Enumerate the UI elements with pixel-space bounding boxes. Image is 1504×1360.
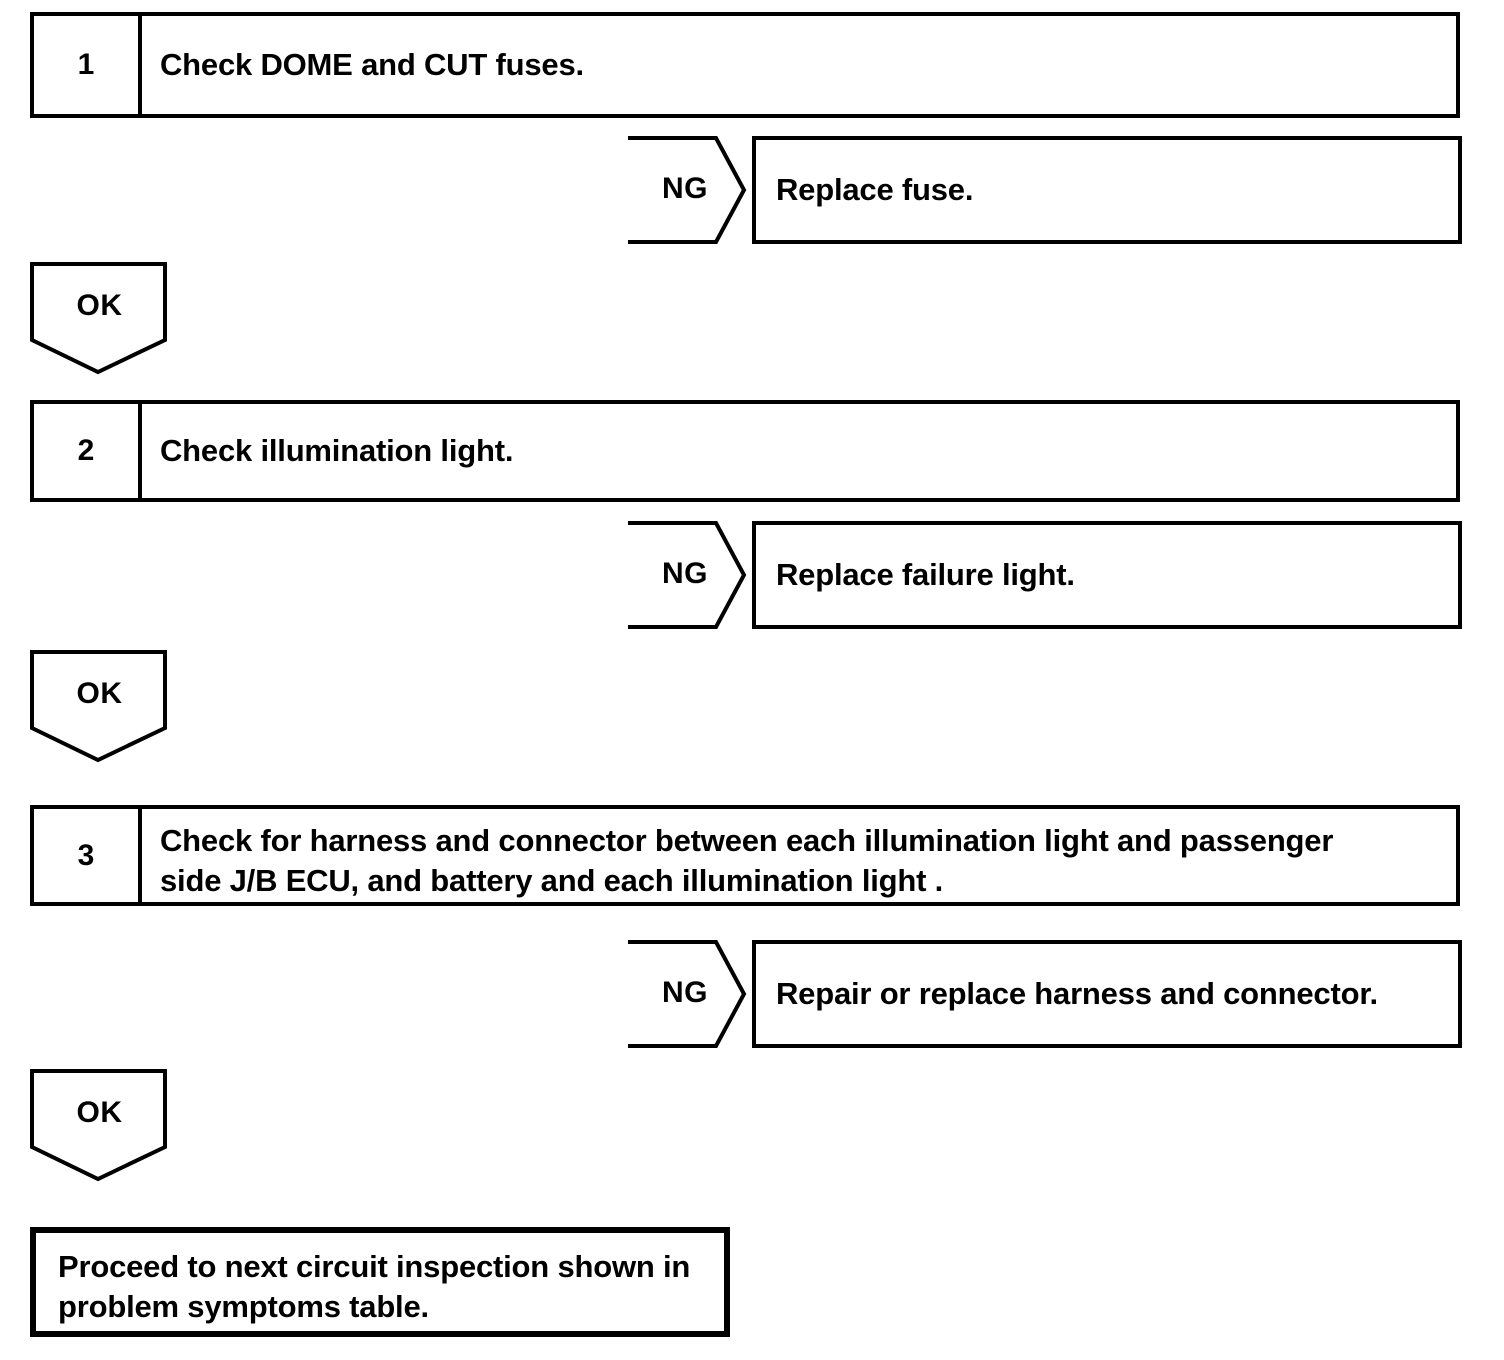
step-text-2: Check illumination light.	[160, 433, 514, 469]
ng-action-text-2: Replace failure light.	[776, 557, 1075, 592]
ok-label-3: OK	[76, 1096, 123, 1129]
ok-label-1: OK	[76, 289, 123, 322]
step-text-3: Check for harness and connector between …	[142, 809, 1456, 902]
step-number-2: 2	[34, 404, 142, 498]
step-box-1: 1 Check DOME and CUT fuses.	[30, 12, 1460, 118]
step-number-1: 1	[34, 16, 142, 114]
ng-action-text-3: Repair or replace harness and connector.	[776, 976, 1378, 1011]
ng-chevron-shape-3	[628, 940, 747, 1048]
ng-label-3: NG	[662, 976, 708, 1009]
ng-chevron-shape-1	[628, 136, 747, 244]
ok-pentagon-shape-3	[30, 1069, 167, 1182]
ng-action-box-3: Repair or replace harness and connector.	[752, 940, 1462, 1048]
ng-chevron-1: NG	[626, 136, 748, 244]
ok-pentagon-shape-2	[30, 650, 167, 763]
ok-connector-1: OK	[30, 262, 169, 376]
ng-label-1: NG	[662, 172, 708, 205]
ok-connector-2: OK	[30, 650, 169, 764]
ng-action-box-1: Replace fuse.	[752, 136, 1462, 244]
step-text-3-line1: Check for harness and connector between …	[160, 823, 1334, 858]
ng-chevron-3: NG	[626, 940, 748, 1048]
final-outcome-box: Proceed to next circuit inspection shown…	[30, 1227, 730, 1337]
step-box-2: 2 Check illumination light.	[30, 400, 1460, 502]
ng-chevron-2: NG	[626, 521, 748, 629]
ok-connector-3: OK	[30, 1069, 169, 1183]
ng-action-text-1: Replace fuse.	[776, 172, 974, 207]
step-box-3: 3 Check for harness and connector betwee…	[30, 805, 1460, 906]
step-text-3-line2: side J/B ECU, and battery and each illum…	[160, 862, 944, 898]
ng-chevron-shape-2	[628, 521, 747, 629]
final-text-line1: Proceed to next circuit inspection shown…	[58, 1249, 691, 1284]
step-number-3: 3	[34, 809, 142, 902]
final-text-line2: problem symptoms table.	[58, 1288, 429, 1324]
ok-pentagon-shape-1	[30, 262, 167, 375]
ok-label-2: OK	[76, 677, 123, 710]
ng-label-2: NG	[662, 557, 708, 590]
step-text-1: Check DOME and CUT fuses.	[160, 47, 584, 83]
ng-action-box-2: Replace failure light.	[752, 521, 1462, 629]
